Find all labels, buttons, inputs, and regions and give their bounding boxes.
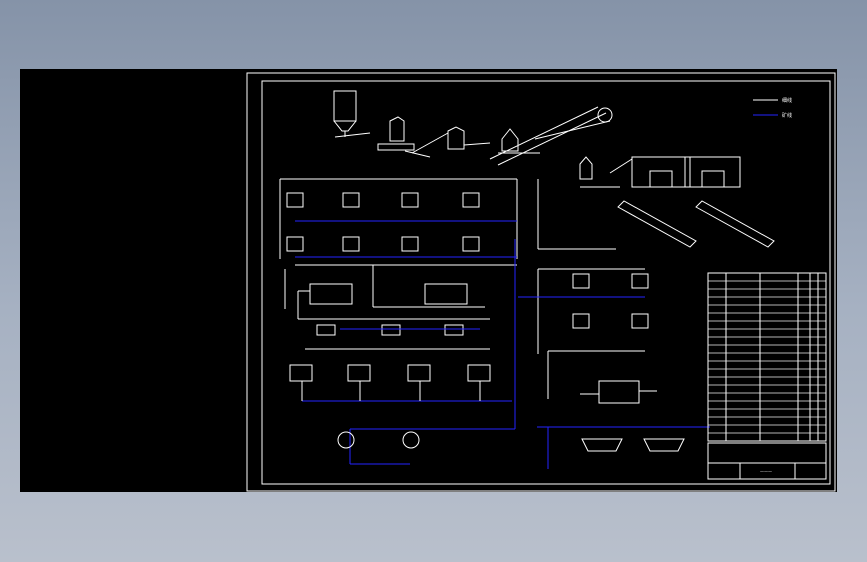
legend: 细线 矿线 [753, 97, 792, 119]
flotation-section [279, 178, 518, 465]
equipment-table [707, 272, 827, 442]
flowsheet-drawing: 细线 矿线 [246, 72, 836, 492]
sheet-inner-border [261, 80, 831, 485]
crushing-section [333, 90, 775, 250]
sheet-outer-border [246, 72, 836, 492]
title-block: ——— [707, 442, 827, 480]
legend-label-1: 细线 [782, 97, 792, 104]
legend-label-2: 矿线 [782, 112, 792, 119]
cleaner-section [518, 268, 710, 469]
cad-viewport[interactable]: 细线 矿线 [20, 69, 837, 492]
title-block-title: ——— [760, 469, 772, 474]
